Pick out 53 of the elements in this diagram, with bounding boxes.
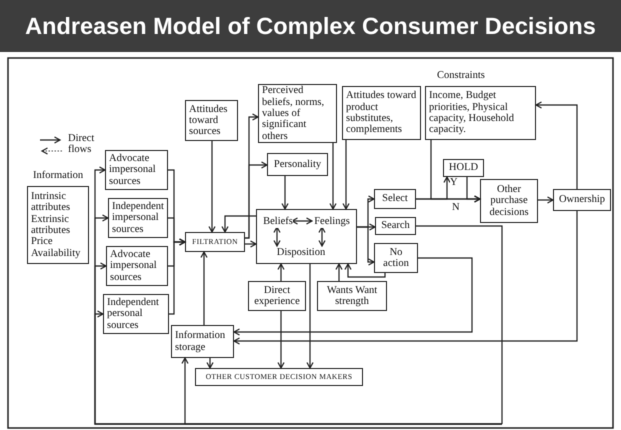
arrow <box>291 217 313 225</box>
arrow <box>306 264 314 369</box>
arrow <box>221 215 256 233</box>
process-box <box>256 209 357 264</box>
source-box: Independent personal sources <box>103 294 169 334</box>
arrow <box>281 176 289 210</box>
legend-text: flows <box>68 145 92 156</box>
arrow <box>208 141 216 233</box>
process-box: Intrinsic attributes Extrinsic attributes Price Availability <box>27 186 89 264</box>
legend-text: Direct <box>68 134 94 144</box>
arrow <box>200 251 208 325</box>
arrow <box>233 211 578 345</box>
process-box: Perceived beliefs, norms, values of significant others <box>258 84 337 143</box>
source-box: Independent impersonal sources <box>108 198 168 238</box>
arrow <box>273 226 281 247</box>
arrow <box>277 263 285 281</box>
process-box: HOLD <box>443 159 484 177</box>
title-banner: Andreasen Model of Complex Consumer Decisions <box>0 0 621 52</box>
arrow <box>206 358 214 369</box>
arrow <box>233 257 473 336</box>
arrow <box>335 263 343 281</box>
concept-label: Beliefs <box>263 216 293 228</box>
arrow <box>318 226 326 247</box>
arrow <box>277 311 285 369</box>
arrow <box>535 101 578 189</box>
process-box: Attitudes toward product substitutes, complements <box>342 86 421 140</box>
arrow <box>416 176 451 200</box>
source-box: Advocate impersonal sources <box>105 150 168 190</box>
process-box: Search <box>375 217 416 235</box>
arrow <box>342 140 350 210</box>
arrow <box>466 177 481 203</box>
process-box: Ownership <box>553 189 611 211</box>
process-box: Other purchase decisions <box>480 179 538 223</box>
arrow <box>245 161 268 239</box>
arrow <box>344 263 386 278</box>
process-box: Income, Budget priorities, Physical capacity, Household capacity. <box>425 86 536 140</box>
process-box: Select <box>374 189 416 209</box>
arrow <box>538 196 554 204</box>
source-box: Advocate impersonal sources <box>106 246 168 286</box>
process-box: Attitudes toward sources <box>185 100 238 141</box>
arrow <box>329 143 337 210</box>
process-box: Wants Want strength <box>317 281 387 311</box>
process-box: Direct experience <box>248 281 306 311</box>
heading-text: Information <box>33 170 84 182</box>
concept-label: Feelings <box>313 216 351 228</box>
arrow <box>181 357 502 425</box>
arrow <box>245 240 257 248</box>
arrow <box>169 238 186 315</box>
heading-text: Constraints <box>437 70 485 82</box>
arrow <box>357 226 375 266</box>
process-box: No action <box>374 243 418 273</box>
process-box: Personality <box>267 153 328 176</box>
process-box: Information storage <box>171 325 234 358</box>
